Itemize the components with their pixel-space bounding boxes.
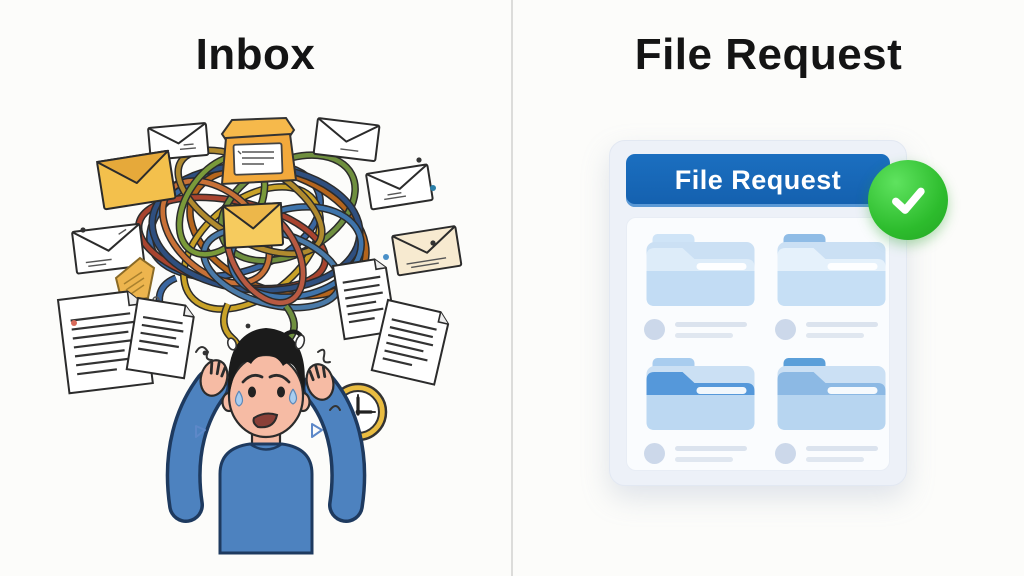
text-placeholder xyxy=(806,332,864,338)
text-placeholder xyxy=(675,321,747,327)
checkmark-icon xyxy=(868,160,948,240)
envelope-icon xyxy=(96,149,177,211)
folder-icon xyxy=(644,234,757,310)
avatar-placeholder xyxy=(644,319,665,340)
text-placeholder xyxy=(675,445,747,451)
avatar-placeholder xyxy=(644,443,665,464)
text-placeholder xyxy=(675,456,733,462)
file-request-card: File Request xyxy=(609,140,907,486)
folder-icon xyxy=(644,358,757,434)
text-placeholder xyxy=(806,456,864,462)
folder-meta-row xyxy=(775,443,888,464)
folder-item xyxy=(644,358,757,470)
envelope-icon xyxy=(222,201,285,249)
left-panel: Inbox xyxy=(0,0,511,576)
stressed-person-illustration xyxy=(165,328,367,555)
folder-item xyxy=(775,234,888,346)
folder-item xyxy=(644,234,757,346)
left-panel-title: Inbox xyxy=(195,30,316,79)
panel-divider xyxy=(511,0,513,576)
package-box-icon xyxy=(220,116,298,186)
folder-meta-row xyxy=(775,319,888,340)
text-placeholder xyxy=(675,332,733,338)
envelope-icon xyxy=(312,117,381,163)
document-icon xyxy=(125,296,195,380)
folder-meta-row xyxy=(644,443,757,464)
text-placeholder xyxy=(806,321,878,327)
folder-icon xyxy=(775,358,888,434)
text-placeholder xyxy=(806,445,878,451)
inbox-chaos-illustration xyxy=(56,116,463,555)
avatar-placeholder xyxy=(775,443,796,464)
avatar-placeholder xyxy=(775,319,796,340)
folder-grid xyxy=(626,217,890,471)
folder-item xyxy=(775,358,888,470)
right-panel: File Request File Request xyxy=(513,0,1024,576)
card-header-label: File Request xyxy=(674,165,842,195)
folder-icon xyxy=(775,234,888,310)
right-panel-title: File Request xyxy=(634,30,903,79)
document-icon xyxy=(370,298,450,386)
envelope-icon xyxy=(71,222,146,275)
document-icon xyxy=(331,258,398,341)
file-request-card-header: File Request xyxy=(626,154,890,207)
envelope-icon xyxy=(391,225,463,277)
envelope-icon xyxy=(365,163,434,211)
folder-meta-row xyxy=(644,319,757,340)
scatter-dots xyxy=(71,157,436,356)
